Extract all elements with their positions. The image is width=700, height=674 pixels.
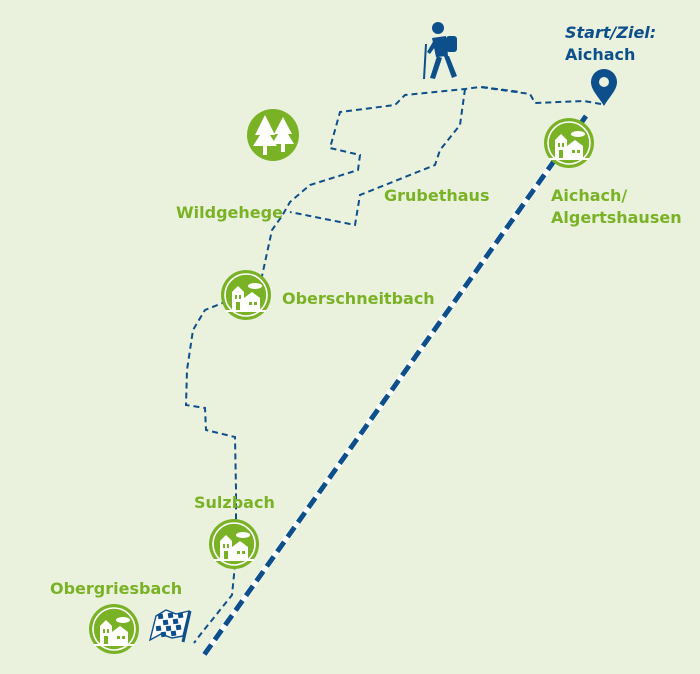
village-icon-oberschneitbach [220, 269, 272, 321]
label-grubethaus: Grubethaus [384, 186, 490, 205]
trail-loop-grubethaus [289, 88, 466, 227]
label-oberschneitbach: Oberschneitbach [282, 289, 435, 308]
label-aichach-algertshausen-line1: Aichach/ [551, 186, 628, 205]
village-icon-aichach-algertshausen [543, 117, 595, 169]
trail-spur-top [481, 86, 521, 93]
start-finish-title: Start/Ziel: [565, 23, 657, 42]
label-aichach-algertshausen-line2: Algertshausen [551, 208, 682, 227]
finish-flag-icon [148, 609, 192, 643]
hiking-trail [184, 85, 602, 644]
label-sulzbach: Sulzbach [194, 493, 275, 512]
label-wildgehege: Wildgehege [176, 203, 283, 222]
hiker-icon [423, 22, 457, 80]
railway-return-line-dashes [201, 114, 589, 657]
village-icon-obergriesbach [88, 603, 140, 655]
label-obergriesbach: Obergriesbach [50, 579, 183, 598]
location-pin-icon [591, 69, 617, 106]
forest-icon [247, 109, 299, 161]
start-location-name: Aichach [565, 45, 636, 64]
village-icon-sulzbach [208, 518, 260, 570]
